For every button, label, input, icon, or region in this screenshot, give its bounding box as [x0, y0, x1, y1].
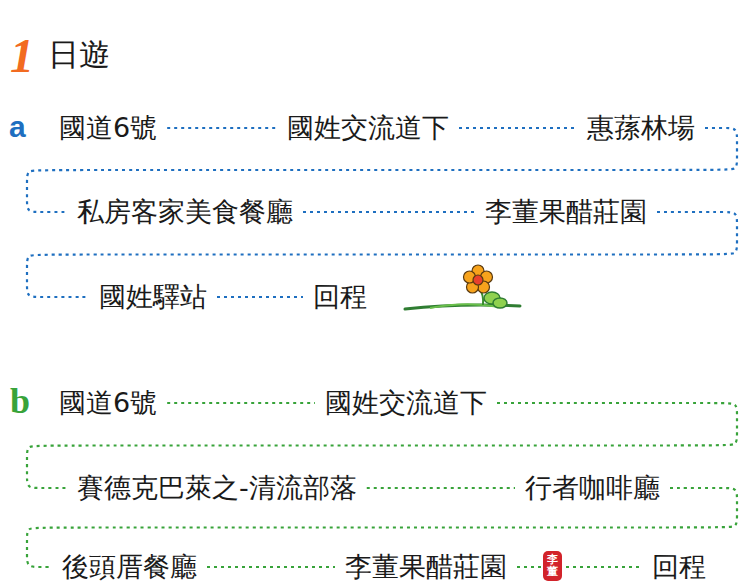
route-marker: b	[10, 383, 30, 419]
title: 日遊	[48, 34, 110, 76]
stop-name: 李董果醋莊園	[345, 551, 507, 582]
route-stop: 私房客家美食餐廳	[75, 196, 295, 227]
route-stop: 後頭厝餐廳	[60, 551, 199, 582]
route-stop: 回程	[650, 551, 708, 582]
route-stop: 回程	[311, 281, 369, 312]
route-line	[217, 296, 303, 298]
route-stop: 國姓驛站	[97, 281, 209, 312]
route-stop: 李董果醋莊園	[483, 196, 649, 227]
route-line	[303, 211, 475, 213]
stop-name: 私房客家美食餐廳	[77, 196, 293, 227]
route-line	[517, 566, 642, 568]
route-stop: 惠蓀林場	[585, 112, 697, 143]
stop-name: 國姓驛站	[99, 281, 207, 312]
route-stop: 國姓交流道下	[285, 112, 451, 143]
stop-name: 國道6號	[59, 112, 157, 143]
route-stop: 國道6號	[57, 112, 159, 143]
stop-name: 李董果醋莊園	[485, 196, 647, 227]
route-stop: 李董果醋莊園	[343, 551, 509, 582]
route-line	[167, 402, 315, 404]
stop-name: 賽德克巴萊之-清流部落	[77, 472, 357, 503]
route-marker: 1	[10, 32, 34, 80]
stop-name: 回程	[652, 551, 706, 582]
stop-name: 國姓交流道下	[325, 387, 487, 418]
seal-stamp: 李董	[543, 551, 562, 581]
flower-illustration	[405, 265, 520, 309]
stop-name: 回程	[313, 281, 367, 312]
route-line	[367, 487, 515, 489]
route-line	[459, 127, 577, 129]
route-stop: 國姓交流道下	[323, 387, 489, 418]
route-stop: 賽德克巴萊之-清流部落	[75, 472, 359, 503]
route-line	[167, 127, 277, 129]
stop-name: 國姓交流道下	[287, 112, 449, 143]
route-marker: a	[9, 112, 26, 142]
stop-name: 國道6號	[59, 387, 157, 418]
route-stop: 行者咖啡廳	[523, 472, 662, 503]
stop-name: 惠蓀林場	[587, 112, 695, 143]
stop-name: 後頭厝餐廳	[62, 551, 197, 582]
route-stop: 國道6號	[57, 387, 159, 418]
route-line	[207, 566, 335, 568]
stop-name: 行者咖啡廳	[525, 472, 660, 503]
